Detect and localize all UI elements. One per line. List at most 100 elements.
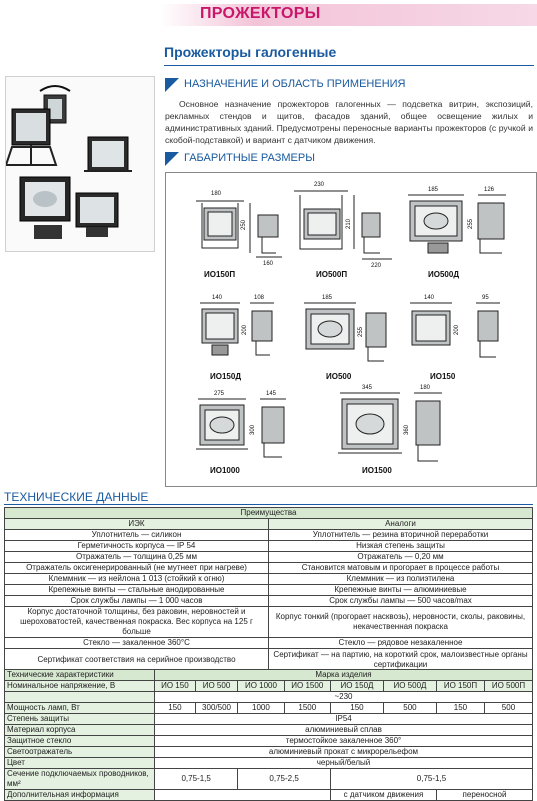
housing-label: Материал корпуса	[4, 724, 155, 736]
advantages-table: Преимущества ИЭК Аналоги Уплотнитель — с…	[4, 507, 533, 671]
floodlight-image-3	[84, 136, 132, 172]
adv-right-9: Сертификат — на партию, на короткий срок…	[268, 648, 533, 671]
advantages-header: Преимущества	[4, 507, 533, 519]
adv-right-6: Срок службы лампы — 500 часов/max	[268, 595, 533, 607]
section-label: Сечение подключаемых проводников, мм²	[4, 768, 155, 790]
protection-value: IP54	[154, 713, 533, 725]
adv-left-8: Стекло — закаленное 360°С	[4, 637, 269, 649]
dim-io500p-2: 210	[346, 218, 352, 229]
product-photo	[4, 76, 155, 252]
model-col-0: ИО 150	[154, 680, 196, 692]
dim-io500d-1: 185	[428, 187, 439, 193]
adv-left-2: Отражатель — толщина 0,25 мм	[4, 551, 269, 563]
dim-io500d-3: 255	[468, 218, 474, 229]
adv-left-3: Отражатель оксигенерированный (не мутнее…	[4, 562, 269, 574]
power-0: 150	[154, 702, 196, 714]
header-banner: ПРОЖЕКТОРЫ	[160, 4, 537, 26]
voltage-value: ~230	[154, 691, 533, 703]
extra-value-1: переносной	[435, 789, 534, 801]
adv-right-4: Клеммник — из полиэтилена	[268, 573, 533, 585]
model-col-3: ИО 1500	[283, 680, 331, 692]
dim-io1500-1: 345	[362, 385, 373, 391]
section-value-0: 0,75-1,5	[153, 768, 239, 790]
model-col-1: ИО 500	[194, 680, 239, 692]
housing-value: алюминиевый сплав	[154, 724, 533, 736]
adv-right-0: Уплотнитель — резина вторичной переработ…	[268, 529, 533, 541]
tech-divider	[4, 504, 533, 505]
glass-label: Защитное стекло	[4, 735, 155, 747]
glass-value: термостойкое закаленное 360°	[154, 735, 533, 747]
adv-left-0: Уплотнитель — силикон	[4, 529, 269, 541]
power-4: 150	[329, 702, 384, 714]
model-col-7: ИО 500П	[483, 680, 534, 692]
dimension-drawings: 180 250 160 230 210 220 185	[165, 172, 537, 487]
power-7: 500	[483, 702, 534, 714]
power-3: 1500	[283, 702, 331, 714]
dim-io500-1: 185	[322, 295, 333, 301]
dim-io1500-3: 360	[404, 424, 410, 435]
page-title: Прожекторы галогенные	[164, 44, 337, 60]
voltage-row-label	[4, 691, 155, 703]
voltage-label: Номинальное напряжение, В	[4, 680, 155, 692]
brand-header: Марка изделия	[154, 669, 533, 681]
specs-col-header: Технические характеристики	[4, 669, 155, 681]
adv-right-7: Корпус тонкий (прогорает насквозь), неро…	[268, 606, 533, 638]
power-label: Мощность ламп, Вт	[4, 702, 155, 714]
adv-right-2: Отражатель — 0,20 мм	[268, 551, 533, 563]
adv-left-6: Срок службы лампы — 1 000 часов	[4, 595, 269, 607]
power-1: 300/500	[194, 702, 239, 714]
dim-io150p-3: 160	[263, 261, 274, 267]
reflector-label: Светоотражатель	[4, 746, 155, 758]
adv-left-9: Сертификат соответствия на серийное прои…	[4, 648, 269, 671]
adv-left-1: Герметичность корпуса — IP 54	[4, 540, 269, 552]
model-label-io150d: ИО150Д	[210, 372, 241, 381]
dim-io1000-3: 300	[250, 424, 256, 435]
col-analogs-header: Аналоги	[268, 518, 533, 530]
dim-io150p-2: 250	[241, 219, 247, 230]
power-5: 500	[382, 702, 437, 714]
floodlight-image-5	[75, 192, 119, 237]
dimension-drawings-svg: 180 250 160 230 210 220 185	[196, 182, 506, 475]
power-2: 1000	[237, 702, 285, 714]
dim-io1000-2: 145	[266, 391, 277, 397]
section-marker-2	[165, 152, 179, 166]
specs-table: Технические характеристики Марка изделия…	[4, 669, 534, 801]
model-label-io1500: ИО1500	[362, 466, 392, 475]
dim-io500-2: 255	[358, 326, 364, 337]
color-value: черный/белый	[154, 757, 533, 769]
adv-right-5: Крепежные винты — алюминиевые	[268, 584, 533, 596]
reflector-value: алюминиевый прокат с микрорельефом	[154, 746, 533, 758]
model-label-io1000: ИО1000	[210, 466, 240, 475]
adv-right-8: Стекло — рядовое незакаленное	[268, 637, 533, 649]
adv-left-7: Корпус достаточной толщины, без раковин,…	[4, 606, 269, 638]
section-marker-1	[165, 78, 179, 92]
model-label-io500p: ИО500П	[316, 270, 347, 279]
power-6: 150	[435, 702, 485, 714]
dim-io1000-1: 275	[214, 391, 225, 397]
dim-io150d-1: 140	[212, 295, 223, 301]
section-value-2: 0,75-1,5	[329, 768, 534, 790]
model-label-io150p: ИО150П	[204, 270, 235, 279]
model-label-io150: ИО150	[430, 372, 456, 381]
floodlight-image-4	[19, 176, 71, 239]
model-col-5: ИО 500Д	[382, 680, 437, 692]
dim-io150-3: 200	[454, 324, 460, 335]
banner-title: ПРОЖЕКТОРЫ	[200, 5, 321, 22]
model-col-2: ИО 1000	[237, 680, 285, 692]
title-divider	[164, 65, 534, 66]
dim-io150d-2: 108	[254, 295, 265, 301]
model-col-4: ИО 150Д	[329, 680, 384, 692]
section-title-dimensions: ГАБАРИТНЫЕ РАЗМЕРЫ	[184, 152, 315, 164]
dim-io500p-1: 230	[314, 182, 325, 188]
dim-io500p-3: 220	[371, 263, 382, 269]
floodlight-image-2	[4, 108, 58, 166]
adv-right-3: Становится матовым и прогорает в процесс…	[268, 562, 533, 574]
adv-right-1: Низкая степень защиты	[268, 540, 533, 552]
color-label: Цвет	[4, 757, 155, 769]
model-label-io500: ИО500	[326, 372, 352, 381]
adv-left-5: Крепежные винты — стальные анодированные	[4, 584, 269, 596]
section-value-1: 0,75-2,5	[237, 768, 331, 790]
adv-left-4: Клеммник — из нейлона 1 013 (стойкий к о…	[4, 573, 269, 585]
extra-label: Дополнительная информация	[4, 789, 155, 801]
model-col-6: ИО 150П	[435, 680, 485, 692]
